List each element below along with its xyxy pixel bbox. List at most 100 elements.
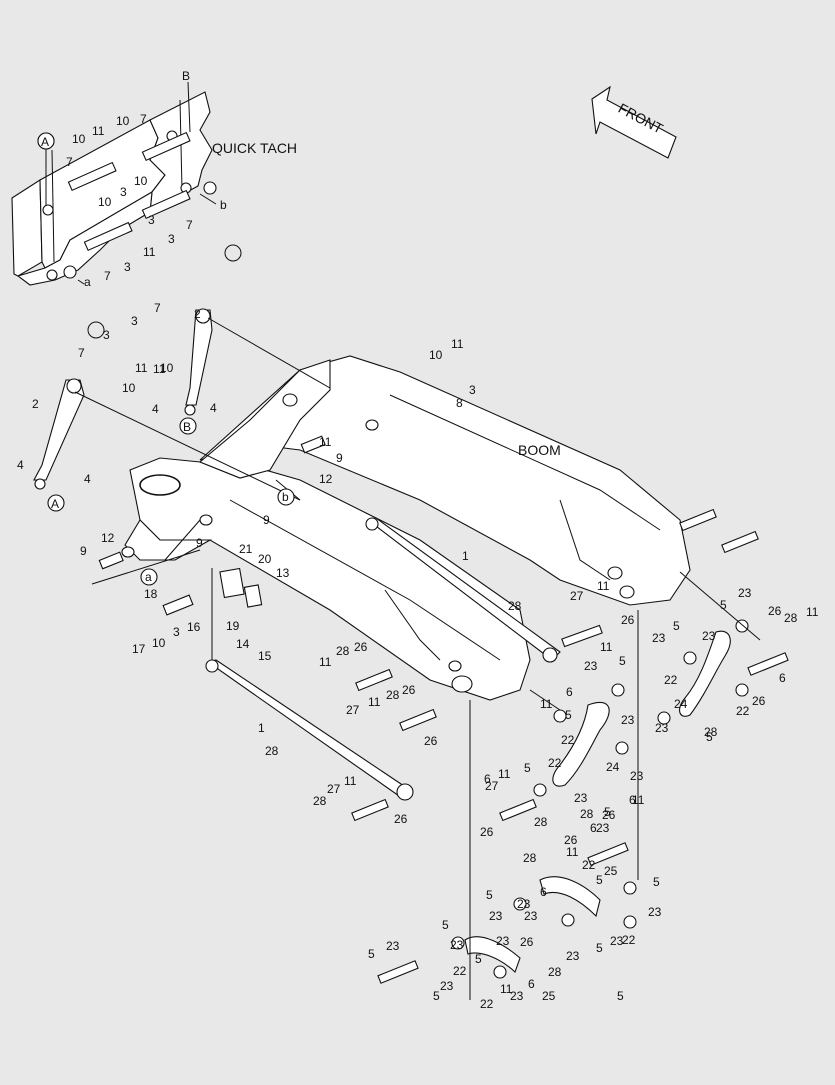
callout-4: 4 — [210, 401, 217, 415]
callout-28: 28 — [265, 744, 279, 758]
callout-5: 5 — [433, 989, 440, 1003]
callout-10: 10 — [429, 348, 443, 362]
ref-A-upper-label: A — [41, 135, 49, 149]
callout-6: 6 — [779, 671, 786, 685]
callout-11: 11 — [600, 640, 613, 654]
callout-4: 4 — [84, 472, 91, 486]
ref-A-upper — [37, 132, 55, 150]
callout-b: b — [220, 198, 227, 212]
ref-B-label: B — [183, 420, 191, 434]
callout-7: 7 — [104, 269, 111, 283]
callout-11: 11 — [153, 362, 166, 376]
ref-a-marker — [140, 568, 158, 586]
callout-5: 5 — [619, 654, 626, 668]
callout-5: 5 — [604, 805, 611, 819]
callout-23: 23 — [574, 791, 588, 805]
callout-28: 28 — [336, 644, 350, 658]
callout-5: 5 — [596, 941, 603, 955]
callout-23: 23 — [496, 934, 510, 948]
callout-10: 10 — [152, 636, 166, 650]
callout-22: 22 — [480, 997, 494, 1011]
callout-7: 7 — [140, 112, 147, 126]
callout-22: 22 — [453, 964, 467, 978]
callout-7: 7 — [154, 301, 161, 315]
callout-23: 23 — [738, 586, 752, 600]
callout-23: 23 — [386, 939, 400, 953]
callout-6: 6 — [566, 685, 573, 699]
callout-23: 23 — [621, 713, 635, 727]
callout-6: 6 — [629, 793, 636, 807]
callout-15: 15 — [258, 649, 272, 663]
callout-11: 11 — [540, 697, 553, 711]
callout-22: 22 — [736, 704, 750, 718]
callout-26: 26 — [621, 613, 635, 627]
callout-27: 27 — [327, 782, 341, 796]
reference-markers: A A B b a — [37, 132, 295, 586]
callout-5: 5 — [720, 598, 727, 612]
callout-6: 6 — [484, 772, 491, 786]
callout-7: 7 — [186, 218, 193, 232]
callout-28: 28 — [523, 851, 537, 865]
rebound-links — [451, 619, 749, 979]
callout-3: 3 — [124, 260, 131, 274]
callout-5: 5 — [368, 947, 375, 961]
callout-1: 1 — [462, 549, 469, 563]
callout-26: 26 — [424, 734, 438, 748]
callout-11: 11 — [566, 845, 579, 859]
callout-23: 23 — [450, 938, 464, 952]
callout-25: 25 — [604, 864, 618, 878]
callout-10: 10 — [116, 114, 130, 128]
callout-23: 23 — [584, 659, 598, 673]
callout-5: 5 — [565, 708, 572, 722]
callout-11: 11 — [319, 435, 332, 449]
callout-4: 4 — [17, 458, 24, 472]
boom-label: BOOM — [518, 442, 561, 458]
callout-21: 21 — [239, 542, 253, 556]
callout-23: 23 — [517, 897, 531, 911]
callout-9: 9 — [263, 513, 270, 527]
callout-28: 28 — [313, 794, 327, 808]
callout-5: 5 — [475, 952, 482, 966]
callout-6: 6 — [540, 885, 547, 899]
lift-links — [205, 517, 561, 801]
front-arrow: FRONT — [591, 85, 677, 159]
callout-27: 27 — [570, 589, 584, 603]
callout-5: 5 — [486, 888, 493, 902]
ref-b-label: b — [282, 490, 289, 504]
callout-11: 11 — [632, 793, 645, 807]
callout-11: 11 — [344, 774, 357, 788]
callout-7: 7 — [66, 155, 73, 169]
callout-23: 23 — [566, 949, 580, 963]
callout-a: a — [84, 275, 91, 289]
callout-28: 28 — [704, 725, 718, 739]
callout-12: 12 — [101, 531, 115, 545]
callout-3: 3 — [120, 185, 127, 199]
callout-23: 23 — [648, 905, 662, 919]
callout-11: 11 — [143, 245, 156, 259]
callout-11: 11 — [451, 337, 464, 351]
callout-27: 27 — [485, 779, 499, 793]
callout-6: 6 — [590, 821, 597, 835]
callout-5: 5 — [706, 730, 713, 744]
callout-10: 10 — [160, 361, 174, 375]
callout-28: 28 — [548, 965, 562, 979]
callout-26: 26 — [480, 825, 494, 839]
callout-3: 3 — [168, 232, 175, 246]
callout-26: 26 — [602, 808, 616, 822]
callout-28: 28 — [580, 807, 594, 821]
callout-3: 3 — [148, 213, 155, 227]
callout-23: 23 — [596, 821, 610, 835]
callout-3: 3 — [469, 383, 476, 397]
callout-9: 9 — [336, 451, 343, 465]
tilt-cylinders — [33, 308, 213, 490]
callout-7: 7 — [78, 346, 85, 360]
ref-b-marker — [277, 488, 295, 506]
callout-11: 11 — [500, 982, 513, 996]
callout-23: 23 — [440, 979, 454, 993]
callout-10: 10 — [72, 132, 86, 146]
callout-23: 23 — [652, 631, 666, 645]
callout-23: 23 — [702, 629, 716, 643]
callout-26: 26 — [520, 935, 534, 949]
callout-10: 10 — [122, 381, 136, 395]
